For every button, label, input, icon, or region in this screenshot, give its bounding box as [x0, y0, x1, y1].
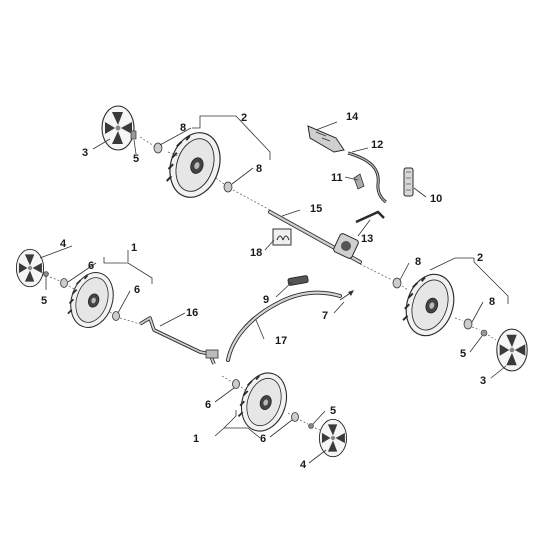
callout-9: 9 [263, 294, 269, 306]
callout-13: 13 [361, 233, 373, 245]
pin-7 [339, 290, 354, 301]
callout-5-bottom: 5 [330, 405, 336, 417]
front-axle-16 [139, 316, 219, 365]
callout-17: 17 [275, 335, 287, 347]
hubcap-3-top [101, 105, 135, 151]
washer-6-left-b [112, 311, 120, 321]
callout-1-left: 1 [131, 242, 137, 254]
callout-1-bottom: 1 [193, 433, 199, 445]
callout-5-left: 5 [41, 295, 47, 307]
callout-14: 14 [346, 111, 359, 123]
callout-18: 18 [250, 247, 262, 259]
hubcap-4-left [15, 248, 45, 288]
lever-grip-9 [287, 275, 309, 286]
washer-8-top-a [153, 142, 163, 154]
bolt-5-left [43, 271, 49, 277]
height-lever-17 [226, 290, 342, 362]
wheel-2-right [397, 267, 463, 343]
callout-6-left-b: 6 [134, 284, 140, 296]
washer-6-bottom-b [291, 412, 299, 422]
cable-clip-11 [353, 173, 365, 190]
washer-6-bottom-a [232, 379, 240, 389]
callout-7: 7 [322, 310, 328, 322]
drive-cable-12 [347, 151, 387, 204]
washer-6-left-a [60, 278, 68, 288]
callout-15: 15 [310, 203, 322, 215]
callout-3-top: 3 [82, 147, 88, 159]
callout-3-right: 3 [480, 375, 486, 387]
callout-5-top: 5 [133, 153, 139, 165]
callout-16: 16 [186, 307, 198, 319]
washer-8-top-b [223, 181, 233, 193]
bolt-5-top [130, 130, 137, 140]
drive-lever-14 [307, 125, 345, 153]
callout-8-right-a: 8 [415, 256, 421, 268]
callout-10: 10 [430, 193, 442, 205]
callout-8-right-b: 8 [489, 296, 495, 308]
rear-axle-15 [268, 210, 362, 264]
cover-10 [403, 167, 414, 197]
bolt-5-bottom [308, 423, 314, 429]
callout-4-bottom: 4 [300, 459, 307, 471]
callout-6-bottom-a: 6 [205, 399, 211, 411]
callout-8-top-a: 8 [180, 122, 186, 134]
wheel-1-bottom [233, 366, 295, 438]
callout-12: 12 [371, 139, 383, 151]
callout-11: 11 [331, 172, 343, 184]
clip-kit-18 [272, 228, 292, 246]
callout-5-right: 5 [460, 348, 466, 360]
callout-6-left-a: 6 [88, 260, 94, 272]
wheel-1-left [63, 266, 121, 334]
callout-4-left: 4 [60, 238, 67, 250]
callout-2-top: 2 [241, 112, 247, 124]
washer-8-right-b [463, 318, 473, 330]
bolt-5-right [480, 329, 488, 337]
wheel-2-top [160, 125, 230, 205]
hubcap-3-right [496, 328, 528, 372]
hubcap-4-bottom [318, 418, 348, 458]
washer-8-right-a [392, 277, 402, 289]
callout-6-bottom-b: 6 [260, 433, 266, 445]
callout-2-right: 2 [477, 252, 483, 264]
spring-13 [355, 210, 385, 224]
callout-8-top-b: 8 [256, 163, 262, 175]
